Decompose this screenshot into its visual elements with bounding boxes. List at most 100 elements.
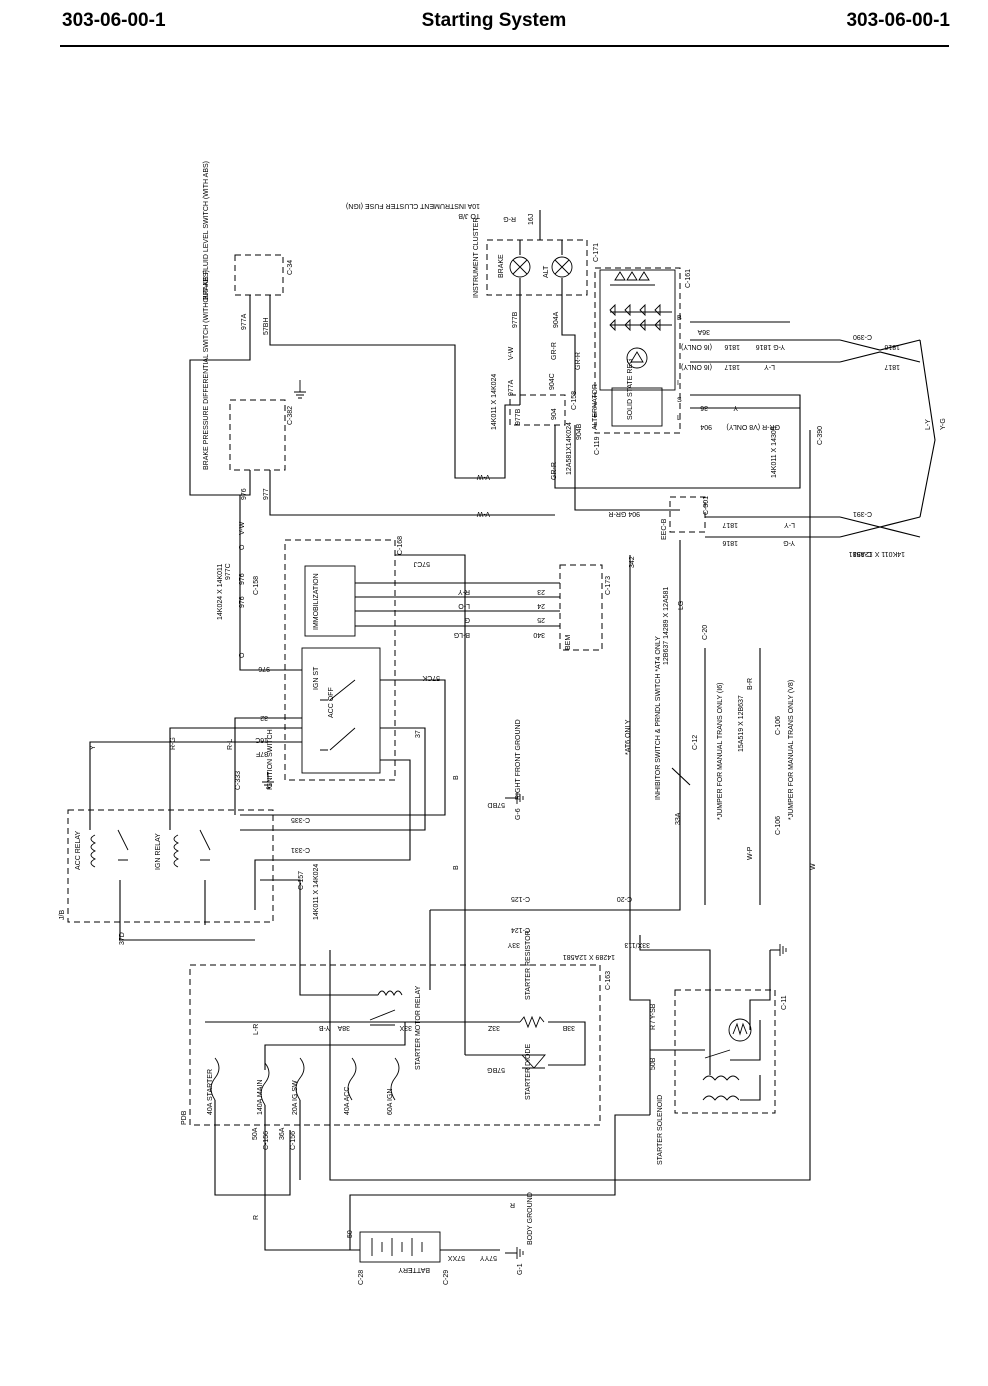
label-right-front-gnd: RIGHT FRONT GROUND <box>515 719 522 800</box>
bem-box <box>559 564 603 651</box>
fuse-40a-starter <box>210 1057 220 1101</box>
label-br: B-R <box>747 678 754 690</box>
label-at6: *AT6 ONLY <box>625 719 632 755</box>
label-harn4: 14K024 X 14K011 <box>217 564 224 620</box>
page-number-right: 303-06-00-1 <box>846 10 950 31</box>
label-977: 977 <box>263 488 270 500</box>
label-37: 37 <box>415 730 422 738</box>
label-c125: C-125 <box>511 895 530 902</box>
label-c173: C-173 <box>605 576 612 595</box>
regulator-box <box>611 387 663 427</box>
label-grr1: GR-R <box>551 342 558 360</box>
label-o1: O <box>239 544 246 550</box>
label-acc-relay: ACC RELAY <box>75 831 82 870</box>
starter-resistor-icon <box>519 1015 545 1029</box>
label-lr: L-R <box>253 1024 260 1035</box>
label-977b2: 977B <box>515 408 522 425</box>
label-c157: C-157 <box>298 871 305 890</box>
label-grr2: GR-R <box>575 352 582 370</box>
fuse-140a-main <box>260 1062 270 1106</box>
label-c158b: C-158 <box>253 576 260 595</box>
label-1816c: 1816 <box>722 539 738 546</box>
immobilizer-ign-box <box>284 539 396 781</box>
label-brake-press: BRAKE PRESSURE DIFFERENTIAL SWITCH (WITH… <box>203 270 210 470</box>
label-f40a: 40A STARTER <box>207 1069 214 1115</box>
label-33b: 33B <box>562 1024 575 1031</box>
label-c390a: C-390 <box>853 333 872 340</box>
label-b2: B <box>453 865 460 870</box>
immobilization-module <box>304 565 356 637</box>
label-342: 342 <box>629 556 636 568</box>
page-header: 303-06-00-1 Starting System 303-06-00-1 <box>0 10 988 40</box>
label-s-term: S <box>677 397 682 404</box>
label-33a: 33A <box>675 812 682 825</box>
label-c28: C-28 <box>358 1270 365 1285</box>
label-lo24: L-O <box>458 602 470 609</box>
label-ign-relay: IGN RELAY <box>155 833 162 870</box>
label-harn3: 14K011 X 14305 <box>771 426 778 478</box>
ground-symbol-ign <box>262 772 274 789</box>
label-inst-cluster: INSTRUMENT CLUSTER <box>473 218 480 298</box>
label-bem: BEM <box>565 635 572 650</box>
label-fuse-ign: 10A INSTRUMENT CLUSTER FUSE (IGN) <box>346 202 480 209</box>
label-alternator: ALTERNATOR <box>592 384 599 430</box>
label-grr3: GR-R <box>551 462 558 480</box>
label-w-right: W <box>810 863 817 870</box>
starter-solenoid-box <box>674 989 776 1114</box>
wires <box>89 210 936 1251</box>
label-32: 32 <box>260 714 268 721</box>
label-yg2: Y-G <box>783 539 795 546</box>
ground-symbol-body <box>505 1247 524 1259</box>
header-rule <box>60 45 949 47</box>
ground-symbol-top <box>294 380 306 399</box>
label-c20: C-20 <box>702 625 709 640</box>
starter-motor-icon <box>728 1018 752 1042</box>
label-brake-fluid: BRAKE FLUID LEVEL SWITCH (WITH ABS) <box>203 161 210 300</box>
label-f20a: 20A IG SW <box>292 1080 299 1115</box>
label-c11: C-11 <box>781 995 788 1010</box>
label-36a: 36A <box>697 328 710 335</box>
label-vw3: V-W <box>476 473 490 480</box>
battery-icon <box>359 1231 441 1263</box>
label-57cj: 57CJ <box>414 560 430 567</box>
label-acc-off: ACC OFF <box>328 687 335 718</box>
label-ign-switch: IGNITION SWITCH <box>267 729 274 790</box>
label-r-bot: R <box>510 1201 515 1208</box>
label-n24: 24 <box>537 602 545 609</box>
label-c163: C-163 <box>605 971 612 990</box>
label-n23: 23 <box>537 588 545 595</box>
label-c382: C-382 <box>287 406 294 425</box>
label-y36: 36 <box>700 404 708 411</box>
label-16c: 16C <box>255 736 268 743</box>
label-c168: C-168 <box>397 536 404 555</box>
label-1817a: 1817 <box>724 363 740 370</box>
fuse-20a-igsw <box>295 1057 305 1101</box>
label-to-jb: TO J/B <box>458 212 480 219</box>
label-inhibitor: INHIBITOR SWITCH & PRNDL SWITCH *AT4 ONL… <box>655 636 662 800</box>
label-c158a: C-158 <box>571 391 578 410</box>
rectifier-diodes <box>609 271 661 332</box>
starter-diode-icon <box>520 1054 546 1069</box>
label-f40a2: 40A ACC <box>344 1087 351 1115</box>
label-immob: IMMOBILIZATION <box>313 573 320 630</box>
page-title: Starting System <box>421 10 567 31</box>
label-c34: C-34 <box>287 260 294 275</box>
label-c106a: C-106 <box>775 716 782 735</box>
label-c20b: C-20 <box>617 895 632 902</box>
starter-solenoid-coils <box>702 1049 740 1101</box>
label-g6: G-6 <box>515 808 522 820</box>
label-l-term: L <box>677 415 681 422</box>
alt-lamp-icon <box>551 256 573 278</box>
label-c106b: C-106 <box>775 816 782 835</box>
label-1816b: 1816 <box>884 343 900 350</box>
label-solid-state: SOLID STATE REG <box>627 358 634 420</box>
label-vw4: V-W <box>476 510 490 517</box>
label-38a: 38A <box>337 1024 350 1031</box>
label-c335: C-335 <box>291 816 310 823</box>
starter-motor-relay-icon <box>369 990 403 1026</box>
alternator-box <box>594 267 681 434</box>
label-yg-right: Y-G <box>940 418 947 430</box>
label-33z: 33Z <box>487 1024 500 1031</box>
label-grr-v8: GR-R (V8 ONLY) <box>726 423 780 430</box>
